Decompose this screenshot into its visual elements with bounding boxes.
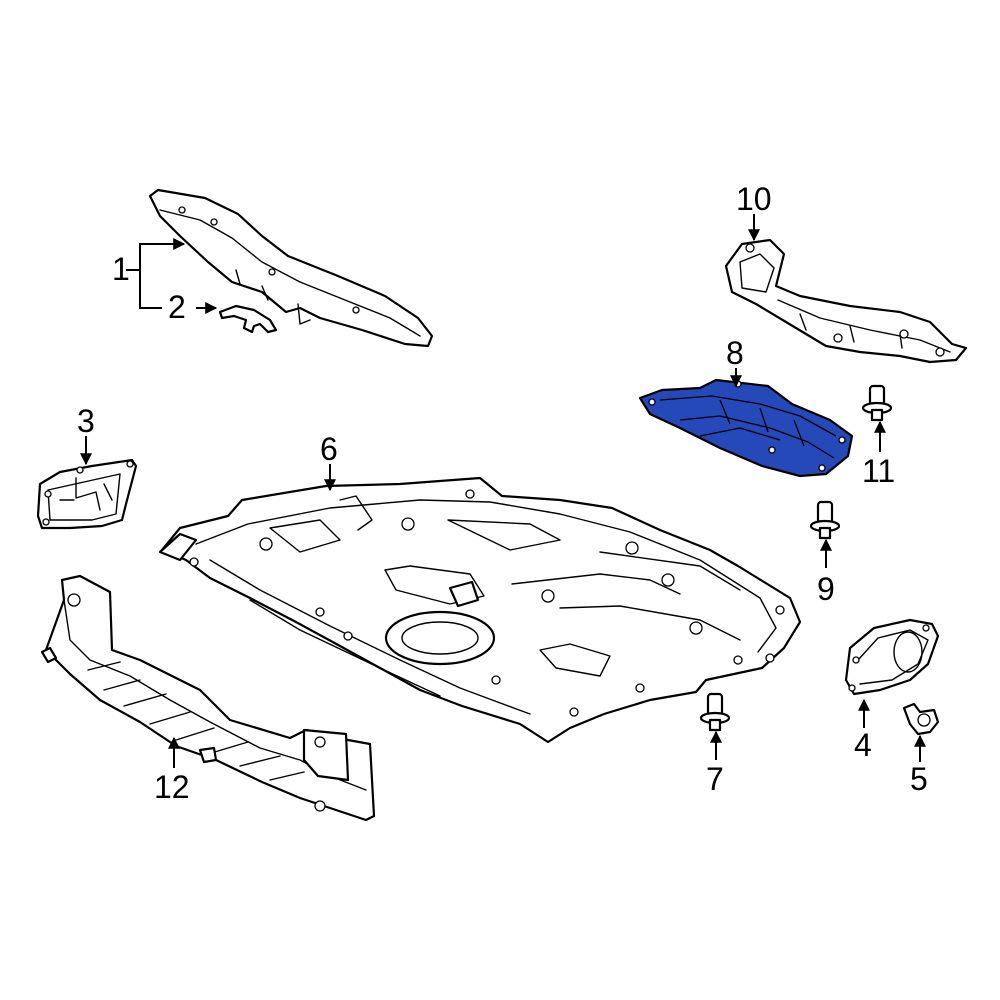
callout-11: 11 — [862, 453, 895, 489]
part-2-clip[interactable] — [218, 304, 278, 334]
part-9-clip[interactable] — [809, 500, 841, 540]
part-1-upper-cover[interactable] — [148, 188, 434, 348]
callout-3: 3 — [77, 403, 95, 439]
callout-5: 5 — [910, 761, 928, 797]
callout-2: 2 — [168, 289, 186, 325]
part-5-screw[interactable] — [902, 702, 940, 736]
callout-4: 4 — [854, 727, 872, 763]
callout-6: 6 — [320, 431, 338, 467]
part-7-clip[interactable] — [699, 692, 731, 732]
callout-12: 12 — [154, 769, 190, 805]
callout-1: 1 — [112, 251, 130, 287]
part-11-clip[interactable] — [861, 384, 893, 422]
callout-9: 9 — [817, 571, 835, 607]
part-8-highlighted-cover[interactable] — [638, 378, 854, 478]
callout-10: 10 — [736, 181, 772, 217]
part-4-splash-shield[interactable] — [844, 618, 940, 696]
callout-7: 7 — [706, 761, 724, 797]
callout-8: 8 — [726, 335, 744, 371]
part-10-side-cover[interactable] — [724, 238, 968, 364]
leader-lines — [80, 214, 926, 768]
part-3-splash-shield[interactable] — [36, 458, 138, 530]
callout-labels: 1 2 3 4 5 6 7 8 9 10 11 12 — [77, 181, 928, 805]
part-6-engine-under-cover[interactable] — [158, 476, 802, 744]
